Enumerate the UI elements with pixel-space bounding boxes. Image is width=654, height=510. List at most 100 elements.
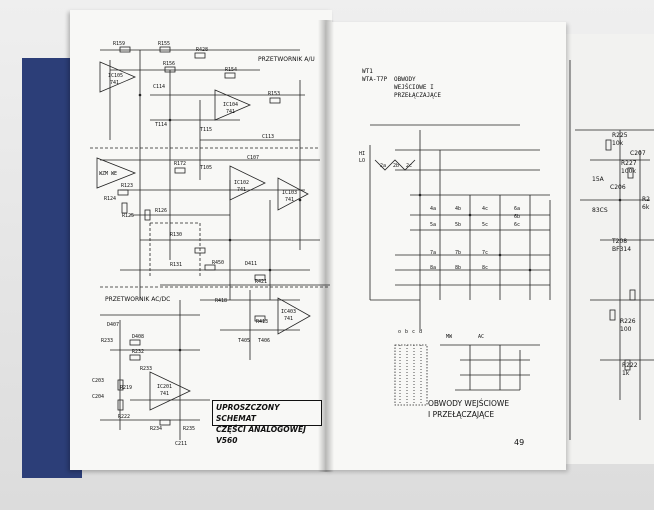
back-component-label: C207 — [630, 150, 646, 157]
back-component-label: 83CS — [592, 207, 608, 214]
component-label: R155 — [158, 41, 171, 47]
caption-line2: I PRZEŁĄCZAJĄCE — [428, 410, 495, 419]
switch-label: 8c — [482, 265, 489, 271]
back-component-label: 6k — [642, 204, 650, 211]
column-label: o — [398, 329, 402, 335]
section-label-au: PRZETWORNIK A/U — [258, 56, 315, 63]
component-label: R130 — [170, 232, 183, 238]
misc-label: LO — [359, 158, 366, 164]
component-label: R159 — [113, 41, 126, 47]
right-page-heading: WT1 WTA-T7P OBWODY WEJŚCIOWE I PRZEŁĄCZA… — [362, 68, 441, 99]
heading-line1: WT1 — [362, 68, 373, 75]
switch-label: 7a — [430, 250, 437, 256]
component-label: R172 — [174, 161, 187, 167]
component-label: R123 — [121, 183, 134, 189]
component-label: R418 — [215, 298, 228, 304]
component-label: 741 — [237, 187, 247, 193]
switch-label: 5c — [482, 222, 489, 228]
component-label: T114 — [155, 122, 168, 128]
column-label: d — [419, 329, 423, 335]
component-label: T405 — [238, 338, 251, 344]
component-label: C114 — [153, 84, 166, 90]
back-component-label: T208 — [612, 238, 628, 245]
component-label: 741 — [160, 391, 170, 397]
component-label: WZM WE — [99, 171, 118, 177]
page-number: 49 — [514, 438, 525, 447]
back-component-label: R227 — [621, 160, 637, 167]
component-label: R126 — [155, 208, 168, 214]
component-label: R154 — [225, 67, 238, 73]
component-label: R222 — [118, 414, 131, 420]
back-component-label: R226 — [620, 318, 636, 325]
back-component-label: 10k — [612, 140, 624, 147]
switch-label: 5a — [430, 222, 437, 228]
back-component-label: BF314 — [612, 246, 632, 253]
component-label: R232 — [132, 349, 145, 355]
switch-label: 2a — [380, 163, 387, 169]
component-label: C107 — [247, 155, 260, 161]
component-label: C113 — [262, 134, 275, 140]
right-page — [326, 22, 566, 470]
switch-label: 6a — [514, 206, 521, 212]
book-gutter — [318, 20, 334, 472]
component-label: IC104 — [223, 102, 239, 108]
component-label: T105 — [200, 165, 213, 171]
misc-label: HI — [359, 151, 366, 157]
component-label: R234 — [150, 426, 163, 432]
component-label: R421 — [255, 279, 268, 285]
component-label: IC403 — [281, 309, 297, 315]
component-label: R219 — [120, 385, 133, 391]
back-component-label: 100k — [621, 168, 636, 175]
component-label: 741 — [110, 80, 120, 86]
back-component-label: 100 — [620, 326, 632, 333]
column-label: c — [412, 329, 416, 335]
component-label: IC201 — [157, 384, 173, 390]
column-label: b — [405, 329, 409, 335]
component-label: T406 — [258, 338, 271, 344]
heading-line2: WTA-T7P — [362, 76, 388, 83]
component-label: R450 — [212, 260, 225, 266]
back-component-label: 1k — [622, 370, 630, 377]
back-component-label: C206 — [610, 184, 626, 191]
component-label: 741 — [284, 316, 294, 322]
component-label: R125 — [122, 213, 135, 219]
component-label: D408 — [132, 334, 145, 340]
switch-label: 2c — [406, 163, 413, 169]
component-label: R156 — [163, 61, 176, 67]
switch-label: 8a — [430, 265, 437, 271]
adjacent-page — [560, 34, 654, 464]
component-label: IC105 — [108, 73, 124, 79]
component-label: T115 — [200, 127, 213, 133]
switch-label: 4b — [455, 206, 462, 212]
switch-label: 5b — [455, 222, 462, 228]
component-label: 741 — [285, 197, 295, 203]
misc-label: MW — [446, 334, 453, 340]
back-component-label: R222 — [622, 362, 638, 369]
caption-line1: OBWODY WEJŚCIOWE — [428, 399, 510, 408]
switch-label: 6c — [514, 222, 521, 228]
switch-label: 4c — [482, 206, 489, 212]
component-label: D407 — [107, 322, 120, 328]
misc-label: AC — [478, 334, 485, 340]
component-label: R233 — [140, 366, 153, 372]
switch-label: 4a — [430, 206, 437, 212]
switch-label: 7c — [482, 250, 489, 256]
schematic-title-box: UPROSZCZONY SCHEMAT CZĘŚCI ANALOGOWEJ V5… — [212, 400, 322, 445]
switch-label: 2b — [393, 163, 400, 169]
schematic-title-line2: CZĘŚCI ANALOGOWEJ V560 — [216, 425, 306, 445]
component-label: R153 — [268, 91, 281, 97]
component-label: R428 — [196, 47, 209, 53]
component-label: R413 — [256, 319, 269, 325]
back-component-label: R225 — [612, 132, 628, 139]
component-label: R235 — [183, 426, 196, 432]
schematic-title-line1: UPROSZCZONY SCHEMAT — [216, 403, 280, 423]
component-label: R233 — [101, 338, 114, 344]
back-component-label: R2 — [642, 196, 650, 203]
component-label: 741 — [226, 109, 236, 115]
component-label: R124 — [104, 196, 117, 202]
section-label-acdc: PRZETWORNIK AC/DC — [105, 296, 171, 303]
component-label: IC103 — [282, 190, 298, 196]
component-label: IC102 — [234, 180, 250, 186]
component-label: D411 — [245, 261, 258, 267]
